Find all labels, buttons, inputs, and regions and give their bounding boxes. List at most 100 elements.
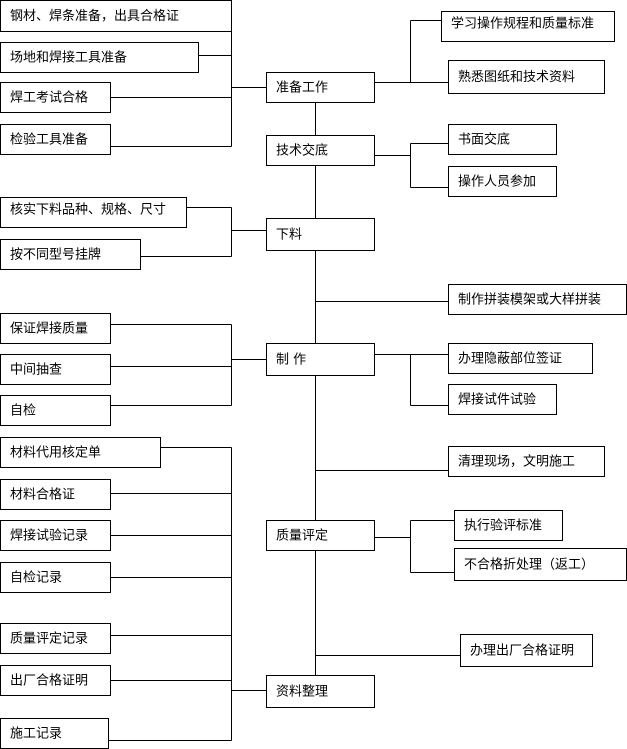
left-node-l2: 场地和焊接工具准备 bbox=[0, 42, 199, 73]
left-label: 中间抽查 bbox=[10, 363, 62, 378]
left-box bbox=[0, 313, 111, 344]
main-step-node-tech: 技术交底 bbox=[266, 135, 375, 166]
left-label: 自检 bbox=[10, 404, 36, 419]
right-label: 熟悉图纸和技术资料 bbox=[458, 69, 575, 85]
main-step-box bbox=[266, 343, 375, 376]
left-box bbox=[0, 354, 111, 385]
left-node-l7: 保证焊接质量 bbox=[0, 313, 111, 344]
right-label: 焊接试件试验 bbox=[458, 392, 536, 408]
left-node-l4: 检验工具准备 bbox=[0, 124, 111, 155]
right-node-r4: 操作人员参加 bbox=[448, 166, 557, 197]
main-step-box bbox=[266, 218, 375, 251]
main-step-label: 技术交底 bbox=[276, 143, 328, 159]
right-box bbox=[448, 446, 605, 477]
right-box bbox=[448, 166, 557, 197]
left-label: 保证焊接质量 bbox=[10, 321, 88, 337]
left-box bbox=[0, 395, 111, 426]
left-node-l12: 焊接试验记录 bbox=[0, 520, 111, 551]
left-box bbox=[0, 520, 111, 551]
main-step-box bbox=[266, 520, 375, 551]
left-label: 场地和焊接工具准备 bbox=[10, 50, 127, 66]
right-box bbox=[448, 343, 593, 374]
main-step-node-cut: 下料 bbox=[266, 218, 375, 251]
left-box bbox=[0, 239, 141, 270]
left-label: 出厂合格证明 bbox=[10, 673, 88, 689]
main-step-label: 准备工作 bbox=[276, 80, 328, 96]
left-label: 按不同型号挂牌 bbox=[10, 247, 101, 263]
left-label: 钢材、焊条准备，出具合格证 bbox=[10, 8, 179, 24]
main-step-label: 质量评定 bbox=[276, 529, 328, 544]
left-box bbox=[0, 0, 232, 32]
left-box bbox=[0, 197, 187, 228]
left-node-l1: 钢材、焊条准备，出具合格证 bbox=[0, 0, 232, 32]
left-node-l16: 施工记录 bbox=[0, 718, 109, 749]
right-label: 不合格折处理（返工） bbox=[464, 557, 594, 573]
main-step-label: 制 作 bbox=[276, 353, 306, 368]
right-label: 学习操作规程和质量标准 bbox=[451, 16, 594, 32]
left-label: 施工记录 bbox=[10, 727, 62, 742]
connector-lines bbox=[108, 10, 461, 741]
left-node-l14: 质量评定记录 bbox=[0, 623, 111, 654]
right-node-r5: 制作拼装模架或大样拼装 bbox=[448, 284, 627, 315]
left-label: 质量评定记录 bbox=[10, 632, 88, 647]
right-node-r2: 熟悉图纸和技术资料 bbox=[448, 60, 605, 94]
main-step-box bbox=[266, 135, 375, 166]
left-box bbox=[0, 82, 111, 113]
right-node-r10: 不合格折处理（返工） bbox=[454, 548, 627, 581]
left-box bbox=[0, 665, 111, 696]
left-label: 检验工具准备 bbox=[10, 132, 88, 148]
right-node-r3: 书面交底 bbox=[448, 124, 557, 155]
main-step-label: 下料 bbox=[276, 228, 302, 243]
right-label: 办理出厂合格证明 bbox=[470, 643, 574, 659]
left-node-l8: 中间抽查 bbox=[0, 354, 111, 385]
left-node-l13: 自检记录 bbox=[0, 562, 111, 593]
left-box bbox=[0, 562, 111, 593]
right-label: 操作人员参加 bbox=[458, 174, 536, 190]
left-box bbox=[0, 479, 111, 510]
left-label: 焊工考试合格 bbox=[10, 90, 88, 106]
right-label: 执行验评标准 bbox=[464, 518, 542, 534]
left-box bbox=[0, 124, 111, 155]
right-label: 清理现场，文明施工 bbox=[458, 455, 575, 470]
right-node-r9: 执行验评标准 bbox=[454, 510, 563, 541]
left-node-l11: 材料合格证 bbox=[0, 479, 111, 510]
right-label: 办理隐蔽部位签证 bbox=[458, 351, 562, 367]
left-label: 材料合格证 bbox=[10, 487, 75, 503]
left-node-l6: 按不同型号挂牌 bbox=[0, 239, 141, 270]
right-node-r11: 办理出厂合格证明 bbox=[460, 634, 593, 667]
left-node-l5: 核实下料品种、规格、尺寸 bbox=[0, 197, 187, 228]
main-step-node-eval: 质量评定 bbox=[266, 520, 375, 551]
left-node-l10: 材料代用核定单 bbox=[0, 437, 161, 468]
right-node-r6: 办理隐蔽部位签证 bbox=[448, 343, 593, 374]
right-box bbox=[454, 548, 627, 581]
main-step-box bbox=[266, 72, 375, 103]
right-label: 书面交底 bbox=[458, 132, 510, 148]
left-label: 焊接试验记录 bbox=[10, 528, 88, 544]
left-label: 核实下料品种、规格、尺寸 bbox=[10, 202, 166, 218]
left-box bbox=[0, 42, 199, 73]
right-box bbox=[448, 384, 557, 415]
right-node-r8: 清理现场，文明施工 bbox=[448, 446, 605, 477]
left-label: 材料代用核定单 bbox=[10, 446, 101, 461]
left-node-l3: 焊工考试合格 bbox=[0, 82, 111, 113]
right-node-r7: 焊接试件试验 bbox=[448, 384, 557, 415]
right-box bbox=[460, 634, 593, 667]
left-label: 自检记录 bbox=[10, 571, 62, 586]
main-step-label: 资料整理 bbox=[276, 685, 328, 700]
left-box bbox=[0, 437, 161, 468]
right-node-r1: 学习操作规程和质量标准 bbox=[441, 11, 615, 42]
main-step-node-docs: 资料整理 bbox=[266, 675, 375, 708]
right-label: 制作拼装模架或大样拼装 bbox=[458, 293, 601, 308]
right-box bbox=[448, 60, 605, 94]
left-node-l9: 自检 bbox=[0, 395, 111, 426]
right-box bbox=[441, 11, 615, 42]
main-step-node-make: 制 作 bbox=[266, 343, 375, 376]
main-step-box bbox=[266, 675, 375, 708]
main-step-node-prep: 准备工作 bbox=[266, 72, 375, 103]
right-box bbox=[448, 124, 557, 155]
left-node-l15: 出厂合格证明 bbox=[0, 665, 111, 696]
right-box bbox=[454, 510, 563, 541]
left-box bbox=[0, 623, 111, 654]
